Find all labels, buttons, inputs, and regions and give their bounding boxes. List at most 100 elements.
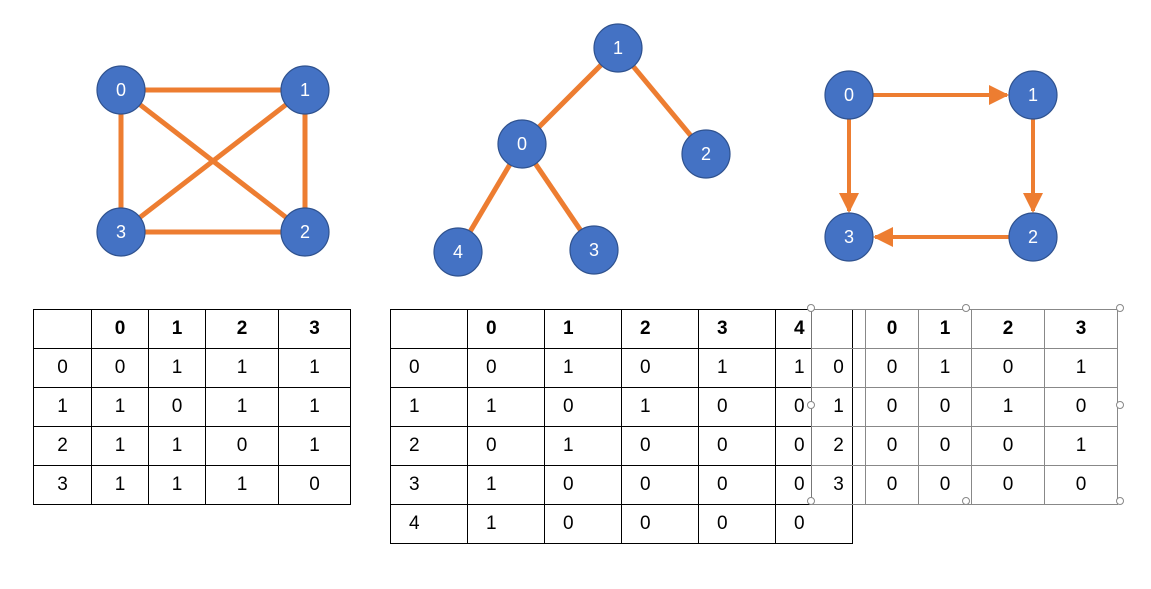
row-header-cell: 1: [33, 387, 92, 427]
node-0: [96, 65, 146, 115]
matrix-cell: 0: [865, 465, 919, 505]
header-cell: 1: [148, 309, 206, 349]
node-3: [569, 225, 619, 275]
header-cell: 1: [544, 309, 622, 349]
matrix-cell: 0: [971, 465, 1045, 505]
node-label: 0: [844, 85, 854, 105]
header-cell: 0: [467, 309, 545, 349]
node-label: 1: [613, 38, 623, 58]
header-cell: [33, 309, 92, 349]
matrix-cell: 1: [148, 348, 206, 388]
matrix-cell: 1: [205, 465, 279, 505]
selection-handle[interactable]: [962, 497, 970, 505]
matrix-cell: 1: [544, 348, 622, 388]
matrix-cell: 1: [467, 465, 545, 505]
header-cell: 3: [278, 309, 351, 349]
matrix-cell: 1: [1044, 426, 1118, 466]
row-header-cell: 1: [811, 387, 866, 427]
matrix-cell: 0: [971, 426, 1045, 466]
row-header-cell: 2: [33, 426, 92, 466]
matrix-cell: 1: [467, 387, 545, 427]
header-cell: 3: [698, 309, 776, 349]
node-4: [433, 227, 483, 277]
selection-handle[interactable]: [807, 401, 815, 409]
header-cell: 2: [971, 309, 1045, 349]
header-cell: 3: [1044, 309, 1118, 349]
node-0: [497, 119, 547, 169]
matrix-cell: 1: [91, 387, 149, 427]
node-label: 0: [517, 134, 527, 154]
edge-0-3: [532, 160, 584, 234]
row-header-cell: 3: [33, 465, 92, 505]
header-cell: 2: [205, 309, 279, 349]
node-1: [1008, 70, 1058, 120]
node-2: [1008, 212, 1058, 262]
selection-handle[interactable]: [807, 497, 815, 505]
matrix-cell: 0: [278, 465, 351, 505]
selection-handle[interactable]: [807, 304, 815, 312]
matrix-cell: 0: [621, 348, 699, 388]
matrix-cell: 0: [775, 504, 853, 544]
matrix-cell: 0: [1044, 387, 1118, 427]
edge-1-0: [535, 61, 605, 131]
node-label: 1: [1028, 85, 1038, 105]
matrix-cell: 0: [698, 504, 776, 544]
matrix-cell: 0: [148, 387, 206, 427]
matrix-cell: 0: [621, 465, 699, 505]
matrix-cell: 1: [467, 504, 545, 544]
matrix-cell: 0: [621, 426, 699, 466]
node-label: 3: [116, 222, 126, 242]
node-2: [681, 129, 731, 179]
selection-handle[interactable]: [1116, 304, 1124, 312]
row-header-cell: 2: [811, 426, 866, 466]
node-label: 2: [1028, 227, 1038, 247]
row-header-cell: 3: [811, 465, 866, 505]
selection-handle[interactable]: [1116, 401, 1124, 409]
matrix-cell: 0: [698, 426, 776, 466]
node-3: [96, 207, 146, 257]
matrix-cell: 0: [205, 426, 279, 466]
selection-handle[interactable]: [1116, 497, 1124, 505]
header-cell: 0: [91, 309, 149, 349]
matrix-cell: 0: [698, 387, 776, 427]
node-1: [280, 65, 330, 115]
row-header-cell: 1: [390, 387, 468, 427]
header-cell: [811, 309, 866, 349]
edge-0-4: [467, 161, 513, 235]
matrix-cell: 1: [621, 387, 699, 427]
header-cell: 2: [621, 309, 699, 349]
row-header-cell: 0: [390, 348, 468, 388]
matrix-cell: 1: [971, 387, 1045, 427]
matrix-cell: 0: [544, 504, 622, 544]
node-0: [824, 70, 874, 120]
matrix-cell: 0: [971, 348, 1045, 388]
matrix-cell: 0: [91, 348, 149, 388]
node-3: [824, 212, 874, 262]
matrix-cell: 1: [205, 387, 279, 427]
node-label: 0: [116, 80, 126, 100]
row-header-cell: 3: [390, 465, 468, 505]
matrix-cell: 1: [148, 465, 206, 505]
matrix-cell: 0: [865, 387, 919, 427]
matrix-cell: 0: [467, 348, 545, 388]
selection-handle[interactable]: [962, 304, 970, 312]
matrix-cell: 0: [544, 387, 622, 427]
edge-1-3: [136, 101, 290, 221]
matrix-cell: 1: [278, 426, 351, 466]
matrix-cell: 1: [148, 426, 206, 466]
matrix-cell: 1: [698, 348, 776, 388]
